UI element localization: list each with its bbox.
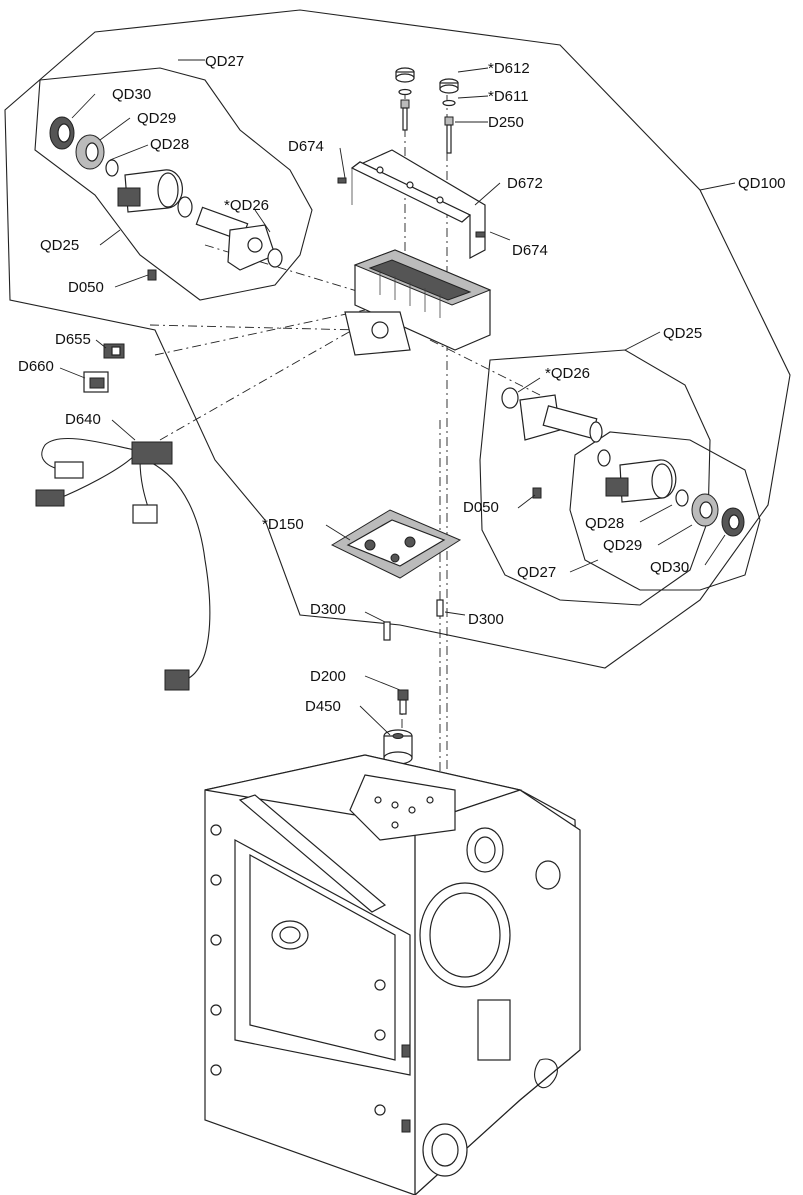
qd26-left-oring-a [177,196,193,218]
d050-right-screw [532,487,542,499]
centerline-right-solenoid [429,339,541,396]
label-qd25-right: QD25 [663,325,702,342]
d672-cover-plate [350,149,486,259]
d300-pin-left [383,621,391,641]
qd100-group-outline [4,9,791,669]
label-qd27-left: QD27 [205,53,244,70]
label-qd26-left: *QD26 [224,197,269,214]
label-d655: D655 [55,331,91,348]
d250-bolt-left [400,99,410,131]
qd28-right-oring [597,449,611,467]
d655-connector [103,343,125,359]
d640-harness [35,437,211,691]
label-qd29-left: QD29 [137,110,176,127]
transmission-housing [204,754,581,1195]
qd28-left-coil [117,169,184,213]
label-qd25-left: QD25 [40,237,79,254]
label-d674-top: D674 [288,138,324,155]
d612-cap-left [395,67,415,83]
label-d612: *D612 [488,60,530,77]
label-qd30-right: QD30 [650,559,689,576]
d660-connector [83,371,109,393]
label-d660: D660 [18,358,54,375]
qd29-left-part [75,134,105,170]
label-d450: D450 [305,698,341,715]
valve-manifold [344,249,492,356]
centerline-harness-b [159,319,371,441]
label-d250: D250 [488,114,524,131]
qd26-right-oring [501,387,519,409]
d611-washer-left [398,88,412,96]
label-qd30-left: QD30 [112,86,151,103]
leader-lines [59,59,736,736]
d300-pin-right [436,599,444,617]
label-d150: *D150 [262,516,304,533]
label-qd28-right: QD28 [585,515,624,532]
qd26-left-oring-b [267,248,283,268]
qd25-left-cartridge [195,206,276,271]
qd27-right-group-outline [569,431,761,591]
centerline-harness-c [154,309,366,356]
qd25-right-group-outline [479,349,711,606]
d674-screw-right [475,231,486,238]
qd25-right-cartridge [519,394,603,443]
d250-bolt-right [444,116,454,154]
centerline-harness-a [149,324,361,331]
d611-washer-right [442,99,456,107]
qd30-left-part [49,116,75,150]
label-d300-right: D300 [468,611,504,628]
label-d672: D672 [507,175,543,192]
qd30-right-part [721,507,745,537]
d612-cap-right [439,78,459,94]
d050-left-screw [147,269,157,281]
qd28-right-oring-b [675,489,689,507]
label-qd29-right: QD29 [603,537,642,554]
label-d200: D200 [310,668,346,685]
label-d050-right: D050 [463,499,499,516]
d150-gasket [330,509,462,579]
label-d050-left: D050 [68,279,104,296]
d450-sleeve [383,729,413,765]
qd29-right-part [691,493,719,527]
label-qd27-right: QD27 [517,564,556,581]
qd28-left-oring [105,159,119,177]
qd27-left-group-outline [34,67,313,301]
label-d300-left: D300 [310,601,346,618]
label-qd26-right: *QD26 [545,365,590,382]
label-d674-right: D674 [512,242,548,259]
qd28-right-coil [605,459,677,503]
d200-bolt [397,689,409,715]
label-qd100: QD100 [738,175,786,192]
label-d611: *D611 [488,88,529,105]
label-d640: D640 [65,411,101,428]
d674-screw-top [337,177,347,184]
label-qd28-left: QD28 [150,136,189,153]
